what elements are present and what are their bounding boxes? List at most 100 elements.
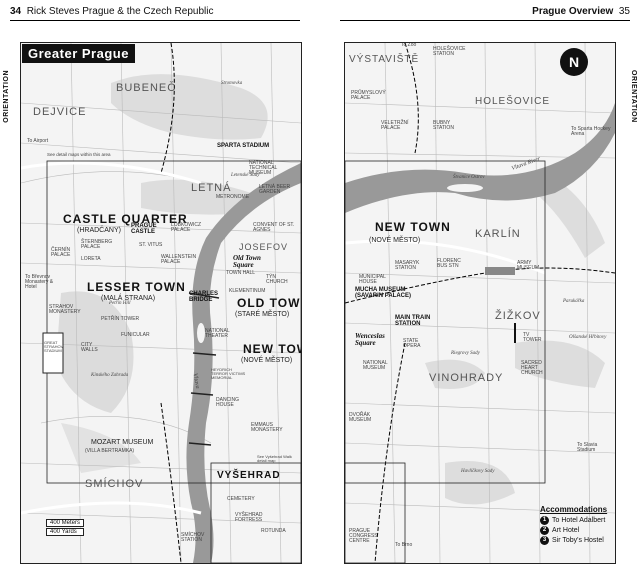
district-karlin: KARLÍN [475, 228, 521, 240]
poi-loreta: LORETA [81, 256, 101, 262]
island-stvanice: Štvanice Ostrov [453, 175, 485, 180]
scale-meters: 400 Meters [46, 519, 85, 527]
to-airport: To Airport [27, 138, 49, 144]
poi-sparta-stadium: SPARTA STADIUM [217, 143, 270, 149]
park-stromovka: Stromovka [221, 81, 243, 86]
left-head-rule [10, 20, 300, 21]
poi-bubny-station: BUBNY STATION [433, 120, 454, 131]
park-petrin-hill: Petřín Hill [109, 301, 131, 306]
district-vystaviste: VÝSTAVIŠTĚ [349, 54, 420, 65]
left-book-title: Rick Steves Prague & the Czech Republic [26, 6, 214, 17]
poi-mozart-museum: MOZART MUSEUM [91, 439, 154, 446]
legend-title: Accommodations [540, 505, 608, 514]
to-brno: To Brno [395, 542, 413, 548]
poi-dancing-house: DANCING HOUSE [216, 397, 240, 408]
to-zoo: To Zoo [401, 42, 417, 48]
district-letna: LETNÁ [191, 182, 232, 194]
right-side-tab: ORIENTATION [630, 70, 637, 123]
to-sparta-hockey: To Sparta Hockey Arena [571, 126, 611, 137]
poi-city-walls: CITY WALLS [81, 342, 98, 353]
poi-villa-bertramka: (VILLA BERTRAMKA) [85, 448, 135, 454]
poi-town-hall: TOWN HALL [226, 270, 256, 276]
left-running-head: 34 Rick Steves Prague & the Czech Republ… [10, 6, 213, 17]
poi-tv-tower: TV TOWER [523, 332, 542, 343]
district-stare-mesto: (STARÉ MĚSTO) [235, 311, 290, 318]
district-hradcany: (HRADČANY) [77, 227, 121, 234]
poi-sternberg-palace: ŠTERNBERG PALACE [81, 239, 113, 250]
poi-masaryk-station: MASARYK STATION [395, 260, 420, 271]
district-castle-quarter: CASTLE QUARTER [63, 212, 188, 226]
see-detail-note: See detail maps within this area [47, 152, 111, 157]
district-zizkov: ŽIŽKOV [495, 310, 541, 322]
poi-national-technical-museum: NATIONAL TECHNICAL MUSEUM [249, 160, 278, 176]
right-map-panel: VÝSTAVIŠTĚ HOLEŠOVICE STATION HOLEŠOVICE… [344, 42, 616, 564]
poi-klementinum: KLEMENTINUM [229, 288, 266, 294]
poi-army-museum: ARMY MUSEUM [517, 260, 540, 271]
district-dejvice: DEJVICE [33, 106, 87, 118]
poi-great-strahov-stadium: GREAT STRAHOV STADIUM [44, 340, 64, 353]
poi-convent-st-agnes: CONVENT OF ST. AGNES [253, 222, 295, 233]
poi-mucha-museum: MUCHA MUSEUM (SAVARIN PALACE) [355, 287, 411, 299]
poi-metronome: METRONOME [216, 194, 250, 200]
legend-label: To Hotel Adalbert [552, 517, 606, 524]
district-bubenec: BUBENEČ [116, 82, 177, 94]
district-vysehrad: VYŠEHRAD [217, 470, 281, 481]
poi-heydrich-memorial: HEYDRICH TERROR VICTIMS MEMORIAL [211, 367, 246, 380]
poi-petrin-tower: PETŘÍN TOWER [101, 316, 140, 322]
park-parukarka: Parukářka [563, 299, 585, 304]
district-mala-strana: (MALÁ STRANA) [101, 295, 156, 302]
see-vysehrad-note: See Vyšehrad Walk detail map [257, 454, 292, 463]
poi-wallenstein-palace: WALLENSTEIN PALACE [161, 254, 197, 265]
poi-rotunda: ROTUNDA [261, 528, 286, 534]
right-head-rule [340, 20, 630, 21]
poi-state-opera: STATE OPERA [403, 338, 421, 349]
map-title: Greater Prague [22, 44, 135, 63]
park-riegrovy: Riegrovy Sady [451, 351, 480, 356]
poi-emmaus-monastery: EMMAUS MONASTERY [251, 422, 283, 433]
poi-cemetery: CEMETERY [227, 496, 255, 502]
map-scale: 400 Meters 400 Yards [46, 519, 85, 537]
left-page-number: 34 [10, 6, 22, 17]
poi-sacred-heart: SACRED HEART CHURCH [521, 360, 543, 376]
legend-label: Art Hotel [552, 527, 580, 534]
poi-holesovice-station: HOLEŠOVICE STATION [433, 46, 466, 57]
left-side-tab: ORIENTATION [3, 70, 10, 123]
right-map-graphic [345, 43, 615, 563]
wenceslas-square: Wenceslas Square [355, 332, 385, 347]
legend-number-icon: 2 [540, 526, 549, 535]
poi-st-vitus: ST. VITUS [139, 242, 163, 248]
district-nove-mesto-right: (NOVÉ MĚSTO) [369, 237, 421, 244]
poi-municipal-house: MUNICIPAL HOUSE [359, 274, 386, 285]
to-slavia-stadium: To Slavia Stadium [577, 442, 598, 453]
right-page-number: 35 [618, 6, 630, 17]
park-kinskeho: Kinského Zahrada [91, 373, 129, 378]
poi-prague-castle: PRAGUE CASTLE [131, 223, 157, 235]
poi-smichov-station: SMÍCHOV STATION [181, 532, 205, 543]
district-smichov: SMÍCHOV [85, 478, 144, 490]
park-letenske: Letenské Sady [231, 173, 260, 178]
right-section-title: Prague Overview [532, 6, 614, 17]
district-new-town-right: NEW TOWN [375, 220, 451, 234]
cemetery-olsanske: Olšanské Hřbitovy [569, 335, 607, 340]
legend-label: Sir Toby's Hostel [552, 537, 604, 544]
legend-number-icon: 3 [540, 536, 549, 545]
scale-yards: 400 Yards [46, 528, 85, 536]
district-old-town: OLD TOWN [237, 296, 301, 310]
oldtown-square: Old Town Square [233, 254, 261, 269]
left-map-graphic [21, 43, 301, 563]
poi-lobkowicz-palace: LOBKOWICZ PALACE [171, 222, 202, 233]
poi-veletrzni-palace: VELETRŽNÍ PALACE [381, 120, 409, 131]
district-new-town: NEW TOWN [243, 342, 301, 356]
right-running-head: Prague Overview 35 [532, 6, 630, 17]
poi-florenc-bus: FLORENC BUS STN [437, 258, 461, 269]
poi-prague-congress: PRAGUE CONGRESS CENTRE [349, 528, 378, 544]
poi-vysehrad-fortress: VYŠEHRAD FORTRESS [235, 512, 263, 523]
north-arrow-icon: N [560, 48, 588, 76]
district-holesovice: HOLEŠOVICE [475, 96, 551, 107]
district-josefov: JOSEFOV [239, 242, 289, 252]
poi-charles-bridge: CHARLES BRIDGE [189, 291, 219, 303]
